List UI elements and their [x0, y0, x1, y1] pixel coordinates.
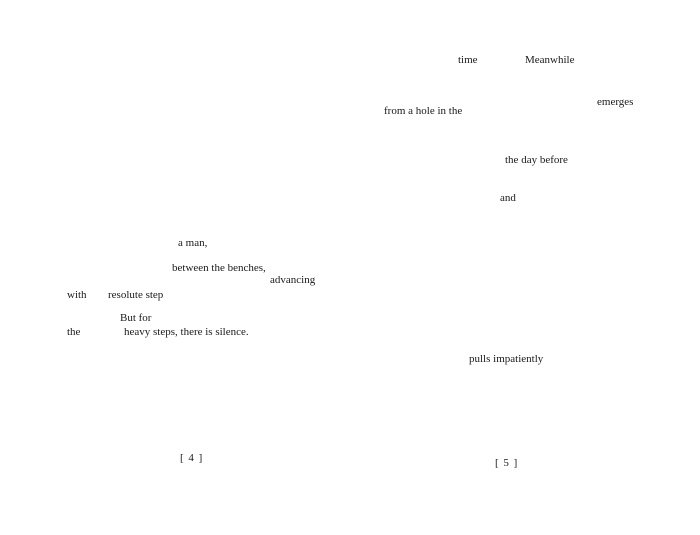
- text-fragment: time: [458, 54, 478, 66]
- text-fragment: Meanwhile: [525, 54, 575, 66]
- left-page: a man, between the benches, advancing wi…: [67, 237, 316, 464]
- page-number: [ 5 ]: [495, 457, 519, 469]
- text-fragment: a man,: [178, 237, 208, 249]
- text-fragment: advancing: [270, 274, 316, 286]
- text-fragment: heavy steps, there is silence.: [124, 326, 249, 338]
- text-fragment: pulls impatiently: [469, 353, 544, 365]
- text-fragment: emerges: [597, 96, 634, 108]
- text-fragment: with: [67, 289, 87, 301]
- text-fragment: resolute step: [108, 289, 164, 301]
- text-fragment: between the benches,: [172, 262, 266, 274]
- text-fragment: from a hole in the: [384, 105, 463, 117]
- text-fragment: But for: [120, 312, 152, 324]
- text-fragment: and: [500, 192, 516, 204]
- text-fragment: the day before: [505, 154, 568, 166]
- text-fragment: the: [67, 326, 81, 338]
- page-number: [ 4 ]: [180, 452, 204, 464]
- right-page: time Meanwhile emerges from a hole in th…: [350, 0, 700, 535]
